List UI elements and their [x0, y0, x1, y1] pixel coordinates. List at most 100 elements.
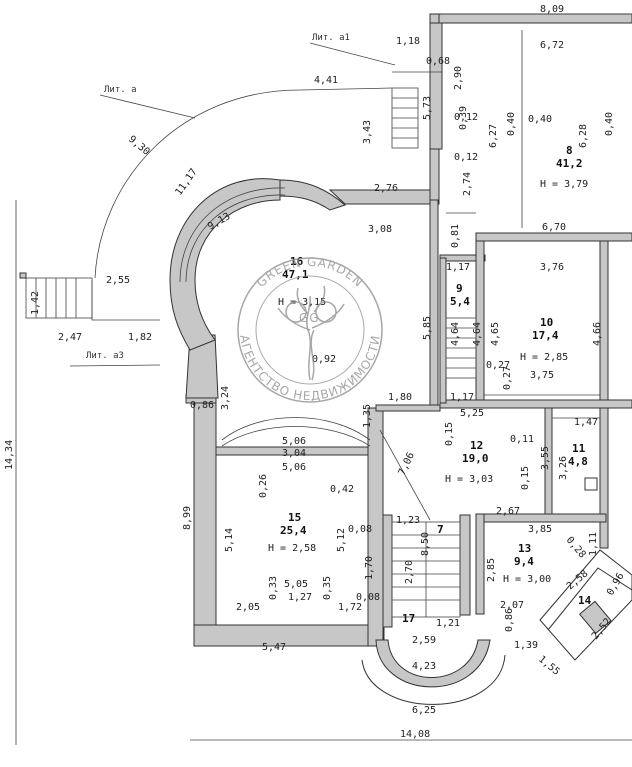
room-8-number: 8 — [566, 144, 573, 157]
room-14-number: 14 — [578, 594, 592, 607]
svg-text:5,14: 5,14 — [224, 528, 235, 552]
svg-text:7,06: 7,06 — [397, 451, 417, 477]
svg-text:1,82: 1,82 — [128, 332, 152, 343]
watermark-top-text: GREEN GARDEN — [254, 255, 366, 290]
lit-labels: Лит. а1 Лит. а Лит. а3 — [69, 33, 396, 367]
svg-text:5,73: 5,73 — [422, 96, 433, 120]
room-11-number: 11 — [572, 442, 586, 455]
svg-text:1,18: 1,18 — [396, 36, 420, 47]
svg-text:2,07: 2,07 — [500, 600, 524, 611]
stair-left — [25, 277, 93, 319]
svg-text:0,11: 0,11 — [510, 434, 534, 445]
room-16-height: Н = 3,15 — [278, 297, 326, 308]
svg-text:0,92: 0,92 — [312, 354, 336, 365]
room-17-number: 17 — [402, 612, 415, 625]
svg-text:0,08: 0,08 — [356, 592, 380, 603]
tree-icon — [277, 285, 345, 381]
room-12-number: 12 — [470, 439, 483, 452]
label-lit-a: Лит. а — [104, 85, 137, 95]
svg-text:6,25: 6,25 — [412, 705, 436, 716]
svg-text:0,08: 0,08 — [348, 524, 372, 535]
room-13-number: 13 — [518, 542, 531, 555]
svg-text:0,12: 0,12 — [454, 152, 478, 163]
room-10-number: 10 — [540, 316, 553, 329]
svg-text:2,74: 2,74 — [462, 172, 473, 196]
svg-text:5,85: 5,85 — [422, 316, 433, 340]
svg-text:3,04: 3,04 — [282, 448, 306, 459]
svg-text:3,24: 3,24 — [220, 386, 231, 410]
svg-text:0,27: 0,27 — [486, 360, 510, 371]
svg-text:4,64: 4,64 — [450, 322, 461, 346]
rotunda — [169, 178, 346, 351]
room-16-area: 47,1 — [282, 268, 309, 281]
svg-text:6,27: 6,27 — [488, 124, 499, 148]
svg-text:1,70: 1,70 — [364, 556, 375, 580]
svg-text:5,47: 5,47 — [262, 642, 286, 653]
svg-text:3,75: 3,75 — [530, 370, 554, 381]
svg-text:8,50: 8,50 — [420, 532, 431, 556]
room-15-area: 25,4 — [280, 524, 307, 537]
svg-text:1,72: 1,72 — [338, 602, 362, 613]
svg-text:3,76: 3,76 — [540, 262, 564, 273]
svg-text:0,42: 0,42 — [330, 484, 354, 495]
room-8-area: 41,2 — [556, 157, 583, 170]
svg-text:5,06: 5,06 — [282, 436, 306, 447]
svg-text:0,86: 0,86 — [190, 400, 214, 411]
svg-text:4,41: 4,41 — [314, 75, 338, 86]
svg-text:3,26: 3,26 — [558, 456, 569, 480]
svg-text:1,47: 1,47 — [574, 417, 598, 428]
label-lit-a1: Лит. а1 — [312, 33, 350, 43]
walls — [19, 13, 632, 647]
room-7-number: 7 — [437, 523, 444, 536]
svg-text:0,26: 0,26 — [258, 474, 269, 498]
svg-text:5,06: 5,06 — [282, 462, 306, 473]
room-9-area: 5,4 — [450, 295, 470, 308]
arch-15 — [221, 417, 371, 441]
svg-text:0,15: 0,15 — [444, 422, 455, 446]
svg-text:14,08: 14,08 — [400, 729, 430, 740]
stair-center — [391, 521, 461, 618]
svg-text:3,43: 3,43 — [362, 120, 373, 144]
svg-text:0,40: 0,40 — [528, 114, 552, 125]
svg-text:1,42: 1,42 — [30, 291, 41, 315]
room-8-height: Н = 3,79 — [540, 179, 588, 190]
svg-text:2,85: 2,85 — [486, 558, 497, 582]
room-15-number: 15 — [288, 511, 301, 524]
svg-text:4,23: 4,23 — [412, 661, 436, 672]
room-10-height: Н = 2,85 — [520, 352, 568, 363]
room-13-height: Н = 3,00 — [503, 574, 551, 585]
svg-text:0,12: 0,12 — [454, 112, 478, 123]
svg-text:5,12: 5,12 — [336, 528, 347, 552]
svg-text:0,86: 0,86 — [504, 608, 515, 632]
svg-text:0,39: 0,39 — [458, 106, 469, 130]
svg-text:11,17: 11,17 — [173, 167, 199, 198]
svg-text:0,33: 0,33 — [268, 576, 279, 600]
room-12-area: 19,0 — [462, 452, 489, 465]
stair-top — [391, 87, 419, 149]
svg-text:2,55: 2,55 — [106, 275, 130, 286]
room-11-area: 4,8 — [568, 455, 588, 468]
label-lit-a3: Лит. а3 — [86, 351, 124, 361]
svg-text:0,40: 0,40 — [604, 112, 615, 136]
svg-text:4,65: 4,65 — [490, 322, 501, 346]
svg-text:1,17: 1,17 — [446, 262, 470, 273]
svg-text:1,27: 1,27 — [288, 592, 312, 603]
dim-lines — [15, 13, 632, 745]
room-13-area: 9,4 — [514, 555, 534, 568]
svg-text:6,28: 6,28 — [578, 124, 589, 148]
svg-text:0,81: 0,81 — [450, 224, 461, 248]
svg-text:4,66: 4,66 — [592, 322, 603, 346]
svg-text:0,15: 0,15 — [520, 466, 531, 490]
svg-text:0,40: 0,40 — [506, 112, 517, 136]
svg-text:1,21: 1,21 — [436, 618, 460, 629]
svg-text:0,35: 0,35 — [322, 576, 333, 600]
svg-text:5,25: 5,25 — [460, 408, 484, 419]
svg-text:2,76: 2,76 — [374, 183, 398, 194]
svg-text:4,64: 4,64 — [472, 322, 483, 346]
room-labels: 16 47,1 Н = 3,15 8 41,2 Н = 3,79 9 5,4 1… — [268, 144, 592, 625]
svg-text:14,34: 14,34 — [4, 440, 15, 470]
svg-text:1,35: 1,35 — [362, 404, 373, 428]
svg-text:2,70: 2,70 — [404, 560, 415, 584]
svg-text:1,55: 1,55 — [536, 654, 562, 678]
